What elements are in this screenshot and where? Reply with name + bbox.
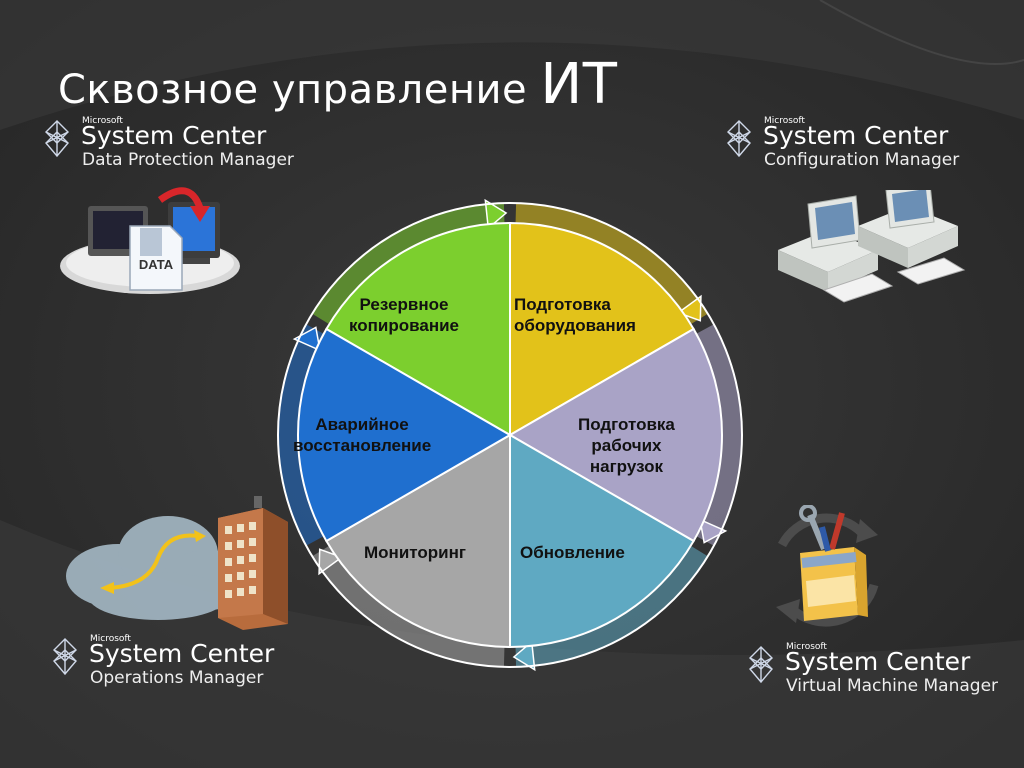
segment-label-line: оборудования (514, 316, 636, 335)
microsoft-label: Microsoft (82, 116, 123, 126)
system-center-label: System Center (785, 647, 971, 676)
segment-label-line: Обновление (520, 543, 625, 562)
system-center-label: System Center (763, 121, 949, 150)
brand-operations-manager: Microsoft System Center Operations Manag… (46, 634, 346, 694)
segment-label-hardware: Подготовка оборудования (514, 294, 636, 336)
segment-label-line: копирование (349, 316, 460, 335)
virtual-machine-illustration (776, 505, 879, 627)
title-it: ИТ (540, 52, 618, 117)
microsoft-label: Microsoft (764, 116, 805, 126)
cycle-arrow-icon (512, 640, 536, 672)
segment-label-line: Резервное (359, 295, 449, 314)
microsoft-label: Microsoft (90, 634, 131, 644)
toolbox-icon (800, 547, 868, 621)
wheel-outline (277, 202, 743, 668)
brand-dpm: Microsoft System Center Data Protection … (38, 116, 338, 176)
slide-title: Сквозное управление ИТ (58, 52, 617, 117)
cycle-arrow-icon (484, 198, 508, 230)
system-center-logo-icon (53, 638, 77, 676)
segment-monitoring (325, 433, 511, 649)
brand-configuration-manager: Microsoft System Center Configuration Ma… (720, 116, 1020, 176)
product-label: Virtual Machine Manager (786, 676, 999, 696)
arrow-icon (190, 206, 210, 222)
segment-backup (325, 221, 511, 437)
cycle-arrow-icon (292, 326, 321, 352)
system-center-label: System Center (81, 121, 267, 150)
segment-hardware (509, 221, 695, 437)
segment-label-disaster-recovery: Аварийное восстановление (293, 414, 431, 456)
segment-workloads (508, 327, 723, 543)
configuration-illustration (778, 190, 966, 303)
data-protection-illustration: DATA (60, 187, 240, 294)
product-label: Data Protection Manager (82, 150, 294, 170)
segment-update (509, 433, 695, 649)
connection-arrow-icon (107, 533, 199, 590)
segment-label-line: Подготовка (578, 415, 675, 434)
computer-icon (778, 195, 894, 303)
segment-label-monitoring: Мониторинг (364, 542, 466, 563)
segment-label-line: восстановление (293, 436, 432, 455)
segment-disaster-recovery (297, 327, 513, 543)
data-label: DATA (139, 257, 174, 272)
segment-label-line: Мониторинг (364, 543, 466, 562)
segment-label-update: Обновление (520, 542, 625, 563)
system-center-logo-icon (727, 120, 751, 158)
segment-label-backup: Резервное копирование (349, 294, 459, 336)
segment-label-line: Аварийное (315, 415, 409, 434)
system-center-logo-icon (45, 120, 69, 158)
building-icon (218, 496, 288, 630)
segment-label-line: Подготовка (514, 295, 611, 314)
segment-label-line: рабочих (591, 436, 662, 455)
computer-icon (858, 190, 966, 285)
microsoft-label: Microsoft (786, 642, 827, 652)
title-main: Сквозное управление (58, 67, 528, 113)
product-label: Configuration Manager (764, 150, 960, 170)
tools-icon (799, 505, 845, 552)
system-center-label: System Center (89, 639, 275, 668)
refresh-arrows-icon (778, 513, 879, 627)
segment-label-workloads: Подготовка рабочих нагрузок (578, 414, 675, 477)
brand-virtual-machine-manager: Microsoft System Center Virtual Machine … (742, 642, 1024, 702)
cycle-arrow-icon (699, 518, 728, 544)
cycle-wheel (277, 198, 743, 672)
segment-label-line: нагрузок (589, 457, 663, 476)
product-label: Operations Manager (90, 668, 264, 688)
operations-illustration (66, 496, 288, 630)
system-center-logo-icon (749, 646, 773, 684)
